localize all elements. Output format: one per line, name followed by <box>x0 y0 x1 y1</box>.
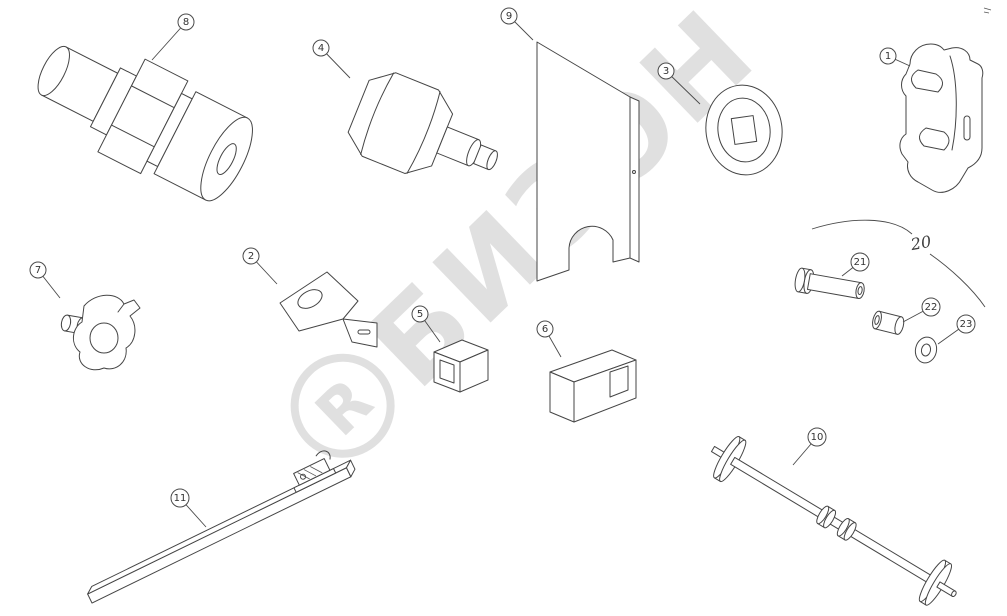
watermark-logo-circle-icon <box>290 353 395 458</box>
part-11-square-bar <box>87 450 356 604</box>
callout-22-label: 22 <box>925 302 938 313</box>
callout-6: 6 <box>536 320 554 338</box>
corner-mark <box>983 7 992 14</box>
callout-2: 2 <box>242 247 260 265</box>
callout-10: 10 <box>807 427 827 447</box>
part-21-pin <box>794 267 865 300</box>
part-1-clip-bracket <box>899 43 984 193</box>
callout-21-label: 21 <box>854 257 867 268</box>
callout-11-label: 11 <box>174 493 187 504</box>
callout-8: 8 <box>177 13 195 31</box>
part-5-square-bushing <box>433 339 489 393</box>
callout-1-label: 1 <box>885 51 891 62</box>
part-2-bracket-plate <box>279 271 378 348</box>
callout-9-label: 9 <box>506 11 512 22</box>
callout-7: 7 <box>29 261 47 279</box>
part-6-square-tube <box>549 349 637 423</box>
callout-5-label: 5 <box>417 309 423 320</box>
callout-4: 4 <box>312 39 330 57</box>
callout-1: 1 <box>879 47 897 65</box>
callout-3-label: 3 <box>663 66 669 77</box>
callout-11: 11 <box>170 488 190 508</box>
callout-5: 5 <box>411 305 429 323</box>
group-20-label: 20 <box>908 232 932 254</box>
callout-10-label: 10 <box>811 432 824 443</box>
part-8-sensor-fitting <box>37 45 253 202</box>
part-9-plate <box>536 41 640 282</box>
part-22-bushing <box>872 310 905 335</box>
part-4-hex-adapter <box>347 72 498 174</box>
callout-3: 3 <box>657 62 675 80</box>
callout-4-label: 4 <box>318 43 324 54</box>
part-3-disc <box>705 84 783 176</box>
callout-23: 23 <box>956 314 976 334</box>
callout-6-label: 6 <box>542 324 548 335</box>
callout-7-label: 7 <box>35 265 41 276</box>
part-23-washer <box>914 336 938 364</box>
callout-23-label: 23 <box>960 319 973 330</box>
callout-21: 21 <box>850 252 870 272</box>
callout-2-label: 2 <box>248 251 254 262</box>
watermark: R БИЗОН <box>290 0 782 458</box>
group-20-assembly-leader <box>811 219 986 308</box>
callout-8-label: 8 <box>183 17 189 28</box>
callout-22: 22 <box>921 297 941 317</box>
callout-9: 9 <box>500 7 518 25</box>
part-10-shaft <box>710 436 957 606</box>
part-7-clamp <box>60 294 141 371</box>
